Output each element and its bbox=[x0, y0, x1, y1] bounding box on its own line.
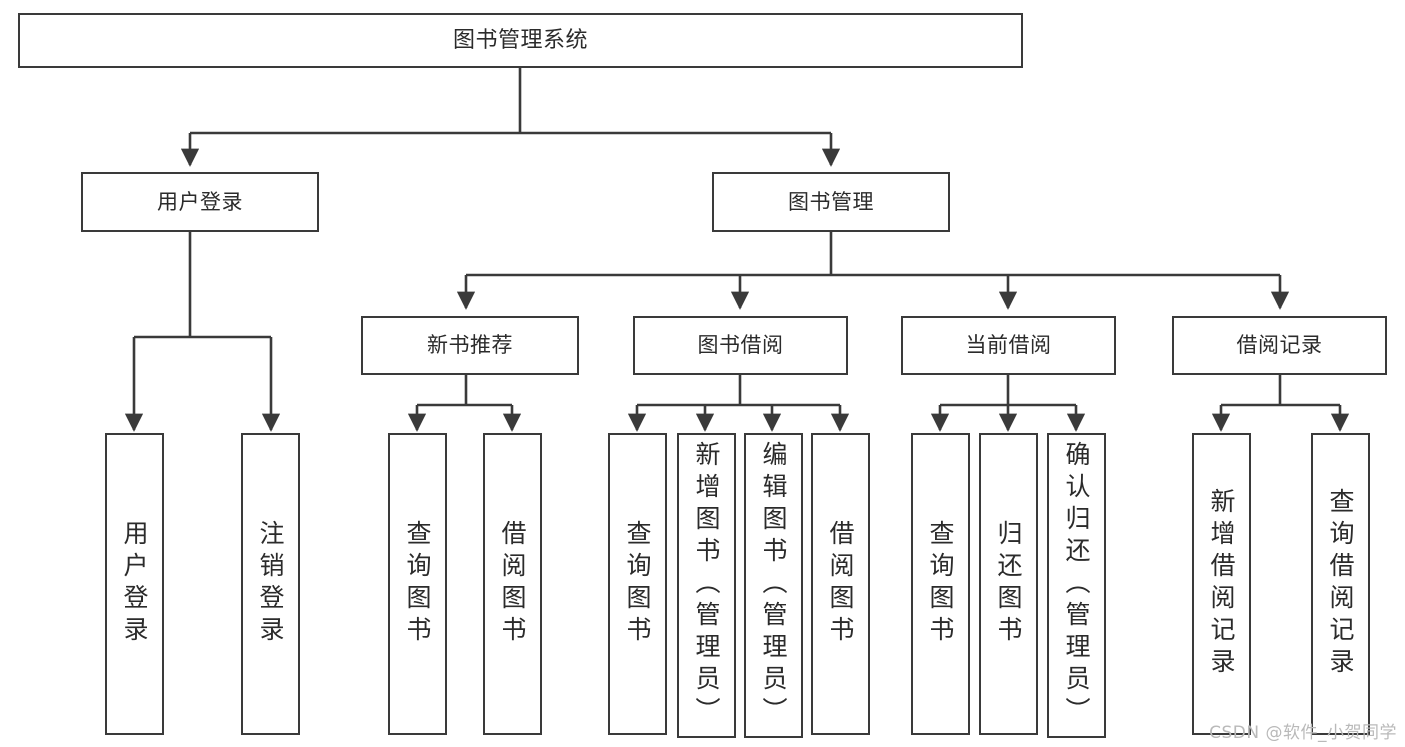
node-leaf-edit-book-label: 编辑图书（管理员） bbox=[759, 441, 788, 729]
node-leaf-add-record[interactable]: 新增借阅记录 bbox=[1192, 433, 1251, 735]
node-leaf-user-login-label: 用户登录 bbox=[120, 520, 149, 648]
node-leaf-user-logout-label: 注销登录 bbox=[256, 520, 285, 648]
node-leaf-query-record-label: 查询借阅记录 bbox=[1326, 488, 1355, 680]
node-leaf-user-logout[interactable]: 注销登录 bbox=[241, 433, 300, 735]
node-leaf-query-book-1[interactable]: 查询图书 bbox=[388, 433, 447, 735]
node-leaf-add-book[interactable]: 新增图书（管理员） bbox=[677, 433, 736, 738]
node-root-label: 图书管理系统 bbox=[452, 27, 588, 53]
node-leaf-query-book-2[interactable]: 查询图书 bbox=[608, 433, 667, 735]
node-leaf-add-record-label: 新增借阅记录 bbox=[1207, 488, 1236, 680]
csdn-watermark: CSDN @软件_小贺同学 bbox=[1209, 723, 1397, 743]
node-user-login[interactable]: 用户登录 bbox=[81, 172, 319, 232]
node-current-borrow[interactable]: 当前借阅 bbox=[901, 316, 1116, 375]
node-leaf-borrow-book-2-label: 借阅图书 bbox=[826, 520, 855, 648]
node-leaf-borrow-book-1-label: 借阅图书 bbox=[498, 520, 527, 648]
node-leaf-query-book-3[interactable]: 查询图书 bbox=[911, 433, 970, 735]
node-book-manage-label: 图书管理 bbox=[788, 189, 874, 214]
node-leaf-query-book-2-label: 查询图书 bbox=[623, 520, 652, 648]
node-leaf-return-book[interactable]: 归还图书 bbox=[979, 433, 1038, 735]
node-user-login-label: 用户登录 bbox=[157, 189, 243, 214]
node-leaf-borrow-book-2[interactable]: 借阅图书 bbox=[811, 433, 870, 735]
node-leaf-query-book-1-label: 查询图书 bbox=[403, 520, 432, 648]
node-leaf-borrow-book-1[interactable]: 借阅图书 bbox=[483, 433, 542, 735]
node-leaf-query-book-3-label: 查询图书 bbox=[926, 520, 955, 648]
node-borrow-record-label: 借阅记录 bbox=[1236, 333, 1323, 358]
node-book-borrow-label: 图书借阅 bbox=[697, 333, 784, 358]
node-book-manage[interactable]: 图书管理 bbox=[712, 172, 950, 232]
node-leaf-user-login[interactable]: 用户登录 bbox=[105, 433, 164, 735]
node-leaf-query-record[interactable]: 查询借阅记录 bbox=[1311, 433, 1370, 735]
node-borrow-record[interactable]: 借阅记录 bbox=[1172, 316, 1387, 375]
node-leaf-add-book-label: 新增图书（管理员） bbox=[692, 441, 721, 729]
node-leaf-confirm-return-label: 确认归还（管理员） bbox=[1062, 441, 1091, 729]
node-book-borrow[interactable]: 图书借阅 bbox=[633, 316, 848, 375]
node-leaf-return-book-label: 归还图书 bbox=[994, 520, 1023, 648]
node-leaf-confirm-return[interactable]: 确认归还（管理员） bbox=[1047, 433, 1106, 738]
node-new-book-rec-label: 新书推荐 bbox=[427, 333, 513, 358]
node-new-book-rec[interactable]: 新书推荐 bbox=[361, 316, 579, 375]
node-root[interactable]: 图书管理系统 bbox=[18, 13, 1023, 68]
node-current-borrow-label: 当前借阅 bbox=[965, 333, 1052, 358]
node-leaf-edit-book[interactable]: 编辑图书（管理员） bbox=[744, 433, 803, 738]
